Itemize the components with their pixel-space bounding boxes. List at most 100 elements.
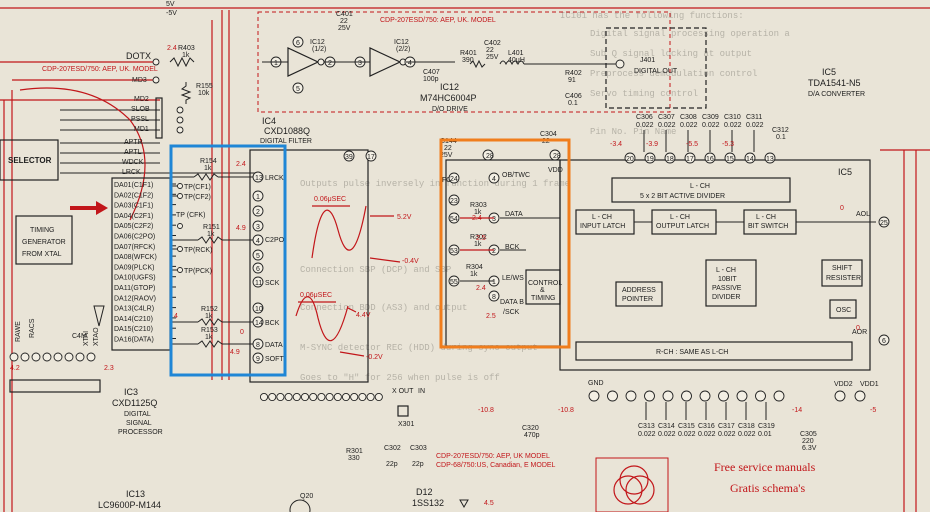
ic4-pin-number: 39 — [345, 154, 353, 161]
svg-text:0: 0 — [856, 325, 860, 332]
svg-text:4.5: 4.5 — [484, 500, 494, 507]
ic4-bottom-pin — [350, 392, 359, 402]
ic5-top-pin — [664, 152, 676, 164]
r155: R155 10k — [180, 82, 213, 104]
svg-text:RACS: RACS — [29, 318, 36, 338]
ic4-bottom-pin — [300, 392, 310, 402]
svg-text:R154: R154 — [200, 158, 217, 165]
ic3-bottom-pin — [20, 352, 30, 362]
svg-text:-10.8: -10.8 — [558, 407, 574, 414]
data-arrow — [70, 201, 108, 215]
svg-text:91: 91 — [568, 77, 576, 84]
svg-text:5: 5 — [296, 86, 300, 93]
svg-text:22p: 22p — [412, 461, 424, 468]
watermark-line1: Free service manuals — [714, 460, 816, 474]
svg-text:DIGITAL: DIGITAL — [124, 411, 151, 418]
r403: R403 1k — [169, 45, 195, 68]
svg-text:DATA: DATA — [265, 342, 283, 349]
svg-text:-3.9: -3.9 — [646, 141, 658, 148]
ic4-bottom-pin — [259, 392, 269, 402]
svg-text:14: 14 — [255, 320, 263, 327]
ic5-title: IC5 TDA1541-N5 D/A CONVERTER — [808, 67, 865, 98]
ic5-pin-number: 13 — [766, 156, 774, 163]
svg-text:LE/WS: LE/WS — [502, 275, 524, 282]
bottom-cap-value: 0.022 — [678, 431, 696, 438]
ic3-pin-label: DA16(DATA) — [114, 337, 154, 344]
svg-text:SELECTOR: SELECTOR — [8, 156, 52, 165]
svg-text:LC9600P-M144: LC9600P-M144 — [98, 500, 161, 510]
svg-text:Connection BDD (AS3) and outpu: Connection BDD (AS3) and output — [300, 303, 467, 313]
svg-text:1: 1 — [256, 194, 260, 201]
svg-text:AOR: AOR — [852, 329, 867, 336]
ic5-pin-number: 16 — [706, 156, 714, 163]
ic5-bottom-caps: C3130.022C3140.022C3150.022C3160.022C317… — [638, 402, 775, 438]
ic5-vdd2-pin — [834, 390, 846, 402]
svg-text:SOFT: SOFT — [265, 356, 284, 363]
ic12-desc: D/O DRIVE — [432, 106, 468, 113]
svg-text:VDD1: VDD1 — [860, 381, 879, 388]
svg-text:2.5: 2.5 — [476, 235, 486, 242]
bottom-cap-value: 0.022 — [638, 431, 656, 438]
ic5-top-pin — [684, 152, 696, 164]
svg-text:DIGITAL OUT: DIGITAL OUT — [634, 68, 678, 75]
ic5-pin-number: 14 — [746, 156, 754, 163]
svg-text:1SS132: 1SS132 — [412, 498, 444, 508]
svg-text:8: 8 — [256, 342, 260, 349]
bottom-cap-label: C313 — [638, 423, 655, 430]
ic3-pin-label: DA15(C210) — [114, 326, 153, 333]
right-red-lines — [880, 149, 930, 512]
ic5-input-section: OB/TWC FO 24 23 54 53 55 4 3 2 1 8 R303 … — [440, 131, 563, 347]
svg-text:SIGNAL: SIGNAL — [126, 420, 152, 427]
svg-text:13: 13 — [255, 175, 263, 182]
bottom-cap-value: 0.022 — [658, 431, 676, 438]
svg-text:C407: C407 — [423, 69, 440, 76]
svg-text:R403: R403 — [178, 45, 195, 52]
svg-text:3: 3 — [358, 60, 362, 67]
svg-text:4: 4 — [408, 60, 412, 67]
ic5-bottom-pin — [588, 390, 600, 402]
c320: C320 470p -10.8 -10.8 -14 -5 -3.4 -3.9 -… — [478, 141, 876, 439]
svg-text:2: 2 — [492, 248, 496, 255]
svg-text:IC13: IC13 — [126, 489, 145, 499]
svg-text:R402: R402 — [565, 70, 582, 77]
svg-text:0: 0 — [840, 205, 844, 212]
svg-text:1k: 1k — [205, 313, 213, 320]
svg-text:1k: 1k — [182, 52, 190, 59]
svg-text:-5.5: -5.5 — [686, 141, 698, 148]
svg-text:10BIT: 10BIT — [718, 276, 737, 283]
svg-text:C2PO: C2PO — [265, 237, 285, 244]
svg-text:IC5: IC5 — [822, 67, 836, 77]
svg-text:8: 8 — [492, 294, 496, 301]
svg-text:XTAO: XTAO — [93, 327, 100, 346]
ic5-bottom-pin — [736, 390, 748, 402]
ic5-top-pin — [704, 152, 716, 164]
bottom-components: X OUT IN X301 C302 22p C303 22p R301 330… — [289, 388, 669, 512]
ic5-bottom-pin — [755, 390, 766, 402]
ic4-bottom-pin — [309, 392, 318, 402]
svg-text:40μH: 40μH — [508, 57, 525, 64]
bottom-cap-label: C314 — [658, 423, 675, 430]
svg-text:(2/2): (2/2) — [396, 46, 410, 53]
svg-text:D12: D12 — [416, 487, 433, 497]
ic3-pin-label: DA12(RAOV) — [114, 295, 156, 302]
svg-text:25V: 25V — [338, 25, 351, 32]
bottom-cap-value: 0.022 — [698, 431, 716, 438]
svg-text:CXD1088Q: CXD1088Q — [264, 126, 310, 136]
svg-text:DATA: DATA — [505, 211, 523, 218]
svg-text:5: 5 — [256, 253, 260, 260]
ic12-label: IC12 — [440, 82, 459, 92]
svg-text:1k: 1k — [205, 334, 213, 341]
svg-text:RAWE: RAWE — [15, 321, 22, 342]
svg-text:R153: R153 — [201, 327, 218, 334]
svg-text:R152: R152 — [201, 306, 218, 313]
svg-text:FROM XTAL: FROM XTAL — [22, 251, 62, 258]
svg-text:53: 53 — [450, 248, 458, 255]
svg-text:22p: 22p — [386, 461, 398, 468]
svg-text:4: 4 — [492, 176, 496, 183]
ic3-pin-label: DA04(C2F1) — [114, 213, 153, 220]
ic3-pin-label: DA05(C2F2) — [114, 223, 153, 230]
svg-text:CDP-207ESD/750: AEP, UK MODEL: CDP-207ESD/750: AEP, UK MODEL — [436, 453, 550, 460]
svg-text:2.5: 2.5 — [486, 313, 496, 320]
ic12-part: M74HC6004P — [420, 93, 477, 103]
